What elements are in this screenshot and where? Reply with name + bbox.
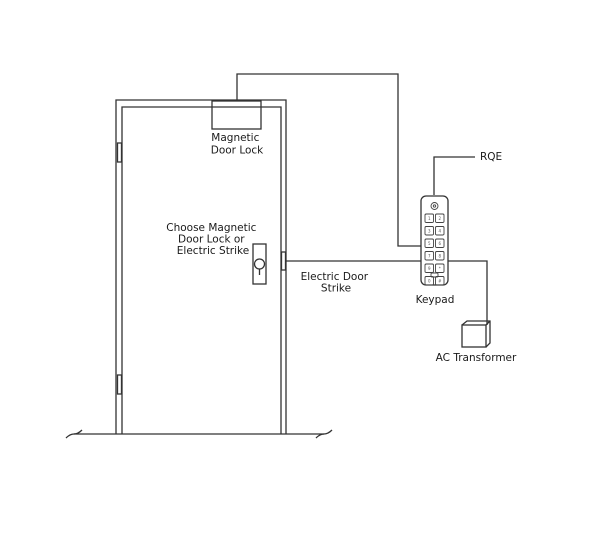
keypad-key: 4 bbox=[435, 226, 445, 236]
keypad-key: 6 bbox=[435, 238, 445, 248]
choose-lock-label: Choose Magnetic Door Lock or Electric St… bbox=[166, 222, 260, 257]
wiring bbox=[236, 73, 488, 325]
electric-strike-label: Electric Door Strike bbox=[301, 271, 372, 295]
floor-line bbox=[65, 429, 333, 439]
electric-door-strike bbox=[280, 251, 287, 271]
keypad-key: 0 bbox=[424, 276, 434, 286]
keypad-key: 9 bbox=[424, 263, 434, 273]
wire-transformer bbox=[448, 260, 488, 325]
keypad-key-label: 7 bbox=[428, 254, 431, 259]
keypad-key: * bbox=[435, 263, 445, 273]
keypad-label: Keypad bbox=[416, 294, 455, 306]
keypad-key-label: 5 bbox=[428, 241, 431, 246]
bottom-hinge bbox=[116, 374, 123, 395]
keypad-key-label: 4 bbox=[438, 229, 441, 234]
keypad-key-label: 0 bbox=[428, 279, 431, 284]
keypad-key: # bbox=[435, 276, 445, 286]
keypad-key: 7 bbox=[424, 251, 434, 261]
keypad-key-label: * bbox=[439, 266, 441, 271]
magnetic-door-lock bbox=[211, 100, 262, 130]
keypad-key-label: # bbox=[438, 279, 442, 284]
keypad-key: 2 bbox=[435, 213, 445, 223]
keypad-key-label: 8 bbox=[438, 254, 441, 259]
keypad-key-label: 1 bbox=[428, 216, 431, 221]
top-hinge bbox=[116, 142, 123, 163]
keypad-key: 3 bbox=[424, 226, 434, 236]
keypad-key-label: 6 bbox=[438, 241, 441, 246]
wire-rqe bbox=[433, 156, 475, 195]
magnetic-lock-label: Magnetic Door Lock bbox=[211, 132, 264, 157]
keypad-key-label: 2 bbox=[438, 216, 441, 221]
keypad-key-label: 9 bbox=[428, 266, 431, 271]
keypad-key-label: 3 bbox=[428, 229, 431, 234]
ac-transformer bbox=[461, 320, 491, 348]
rqe-label: RQE bbox=[480, 151, 502, 163]
wire-lock-to-keypad bbox=[236, 73, 421, 247]
keypad-key: 5 bbox=[424, 238, 434, 248]
keypad-key: 8 bbox=[435, 251, 445, 261]
keypad-key: 1 bbox=[424, 213, 434, 223]
keypad: 1 2 3 4 5 6 7 8 9 * 0 # bbox=[420, 195, 449, 286]
ac-transformer-label: AC Transformer bbox=[436, 352, 517, 364]
door-handle-strike bbox=[252, 243, 267, 285]
